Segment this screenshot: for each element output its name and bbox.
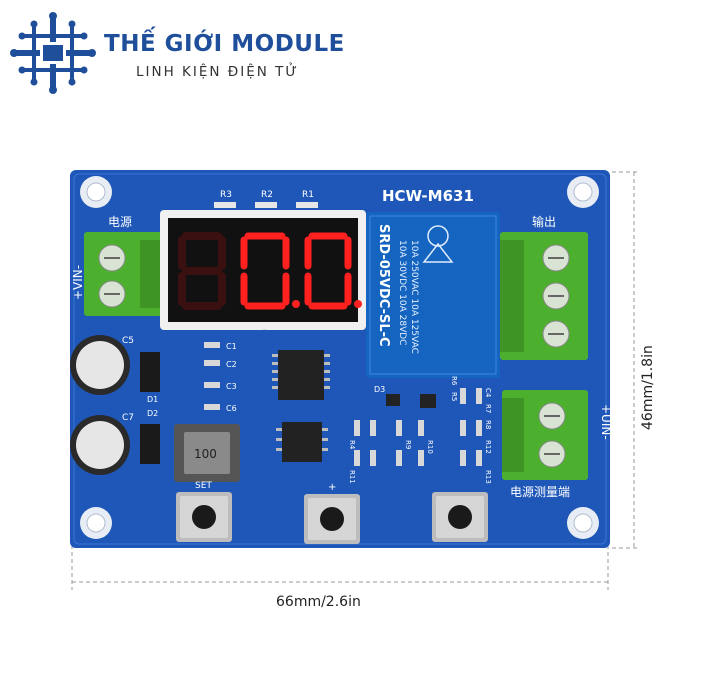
brand-logo-icon	[10, 12, 96, 94]
label-r6: R6	[450, 376, 458, 386]
label-r4: R4	[348, 440, 356, 450]
label-d2: D2	[147, 409, 158, 418]
inductor-label: 100	[194, 447, 217, 461]
small-smd-caps	[204, 342, 220, 410]
label-c1: C1	[226, 342, 237, 351]
label-r10: R10	[426, 440, 434, 454]
relay-spec-2: 10A 30VDC 10A 28VDC	[397, 240, 407, 345]
brand-title: THẾ GIỚI MODULE	[104, 31, 345, 57]
label-r3: R3	[220, 190, 232, 200]
diodes	[140, 352, 160, 464]
seven-segment-display: 0.0.0	[160, 210, 366, 331]
label-c5: C5	[122, 336, 134, 346]
label-c7: C7	[122, 413, 134, 423]
label-r12: R12	[484, 440, 492, 454]
label-vin: +VIN-	[71, 265, 85, 300]
label-d1: D1	[147, 395, 158, 404]
label-r1: R1	[302, 190, 314, 200]
inductor	[174, 424, 240, 482]
input-terminal-block	[84, 232, 168, 316]
dimension-height-label: 46mm/1.8in	[640, 345, 656, 430]
label-r5: R5	[450, 392, 458, 401]
label-r13: R13	[484, 470, 492, 484]
relay	[366, 212, 500, 378]
label-set: SET	[195, 481, 212, 491]
label-r8: R8	[484, 420, 492, 429]
label-r9: R9	[404, 440, 412, 449]
label-output: 输出	[532, 214, 556, 229]
display-value: 0.0.0	[263, 329, 266, 331]
smd-transistors	[386, 394, 436, 408]
label-c3: C3	[226, 382, 237, 391]
label-r11: R11	[348, 470, 356, 484]
label-uin: +UIN-	[599, 404, 613, 440]
dimension-lines	[71, 171, 640, 590]
minus-button[interactable]	[432, 492, 488, 542]
capacitors	[70, 335, 130, 475]
measure-terminal-block	[502, 390, 588, 480]
relay-model: SRD-05VDC-SL-C	[376, 224, 391, 347]
label-c4: C4	[484, 388, 492, 398]
label-power: 电源	[108, 215, 132, 229]
relay-spec-1: 10A 250VAC 10A 125VAC	[409, 240, 419, 354]
board-model: HCW-M631	[382, 187, 474, 205]
label-c2: C2	[226, 360, 237, 369]
top-resistors	[214, 202, 318, 208]
set-button[interactable]	[176, 492, 232, 542]
dimension-width-label: 66mm/2.6in	[276, 594, 361, 610]
output-terminal-block	[500, 232, 588, 360]
right-resistors	[354, 388, 482, 466]
brand-subtitle: LINH KIỆN ĐIỆN TỬ	[136, 64, 299, 80]
ics	[272, 350, 330, 462]
mounting-holes	[80, 176, 599, 539]
plus-button[interactable]	[304, 494, 360, 544]
label-r2: R2	[261, 190, 273, 200]
label-plus: +	[328, 482, 336, 493]
label-r7: R7	[484, 404, 492, 413]
label-measure: 电源测量端	[510, 485, 570, 499]
label-c6: C6	[226, 404, 237, 413]
label-d3: D3	[374, 385, 385, 394]
